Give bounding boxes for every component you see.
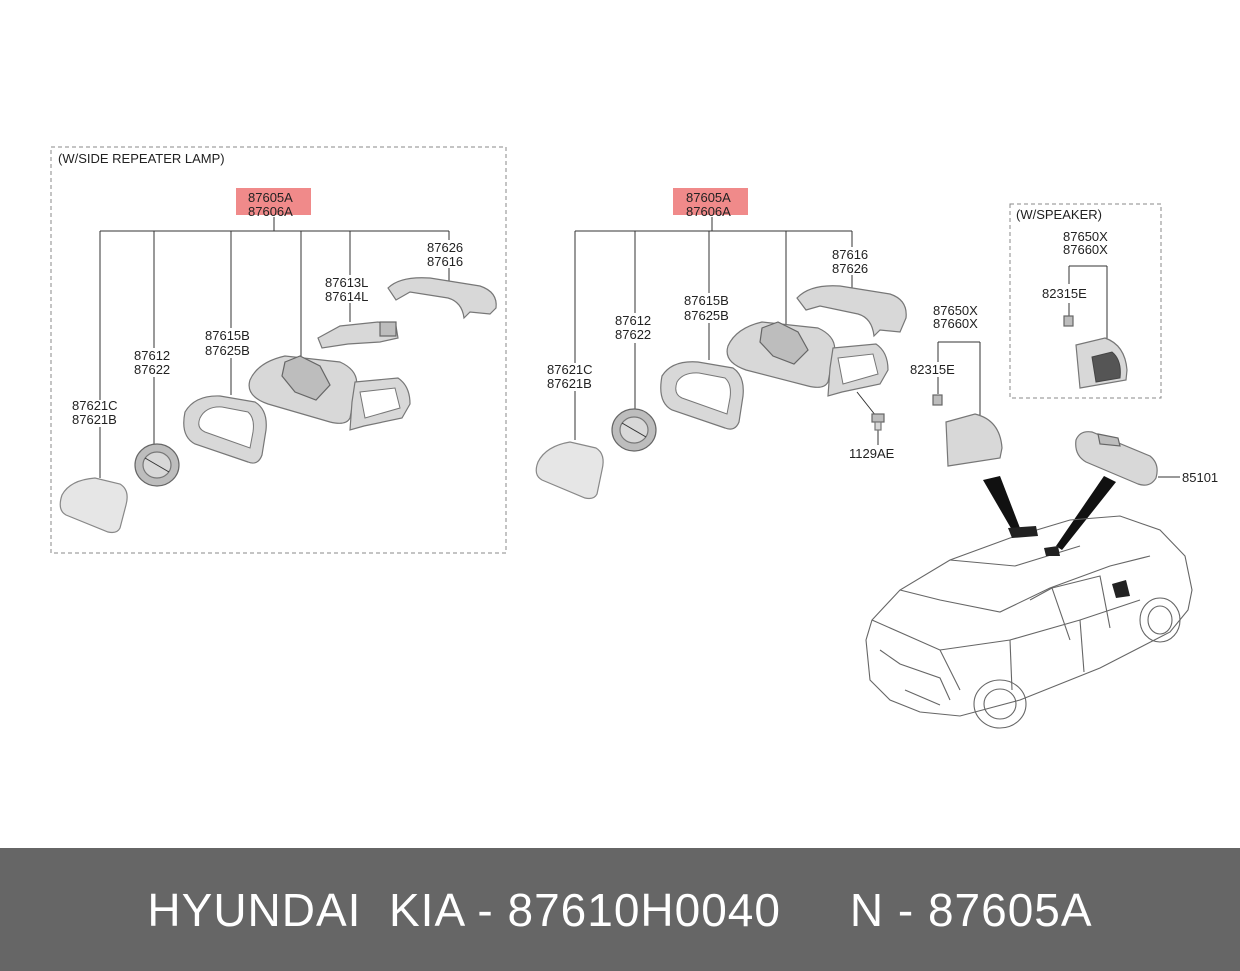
- middle-assembly-highlight: [673, 188, 748, 215]
- middle-actuator-shape[interactable]: [611, 408, 657, 452]
- left-mirror-cover-shape[interactable]: [387, 277, 497, 320]
- speaker-clip-label[interactable]: 82315E: [1042, 286, 1087, 301]
- middle-assembly-label-1[interactable]: 87605A: [686, 190, 731, 205]
- repeater-lamp-title: (W/SIDE REPEATER LAMP): [58, 151, 225, 166]
- triangle-cover-shape[interactable]: [945, 413, 1003, 467]
- middle-actuator-label-1[interactable]: 87612: [615, 313, 651, 328]
- middle-mirror-frame-shape[interactable]: [660, 361, 744, 430]
- pointer-arrow-right: [1056, 476, 1116, 550]
- inner-mirror-label[interactable]: 85101: [1182, 470, 1218, 485]
- left-frame-label-2[interactable]: 87625B: [205, 343, 250, 358]
- left-actuator-label-1[interactable]: 87612: [134, 348, 170, 363]
- footer-part-number-text: HYUNDAI KIA - 87610H0040 N - 87605A: [147, 883, 1093, 936]
- middle-mirror-glass-shape[interactable]: [535, 441, 604, 500]
- speaker-cover-shape[interactable]: [1075, 337, 1128, 389]
- left-mirror-frame-shape[interactable]: [183, 395, 267, 464]
- footer-bar: HYUNDAI KIA - 87610H0040 N - 87605A: [0, 848, 1240, 971]
- pointer-arrow-left: [983, 476, 1020, 530]
- middle-frame-label-2[interactable]: 87625B: [684, 308, 729, 323]
- speaker-label-1[interactable]: 87650X: [1063, 229, 1108, 244]
- left-cover-label-1[interactable]: 87626: [427, 240, 463, 255]
- middle-actuator-label-2[interactable]: 87622: [615, 327, 651, 342]
- left-assembly-label-1[interactable]: 87605A: [248, 190, 293, 205]
- cover-clip-shape[interactable]: [932, 394, 943, 406]
- left-glass-label-1[interactable]: 87621C: [72, 398, 118, 413]
- middle-cover-label-2[interactable]: 87626: [832, 261, 868, 276]
- left-assembly-highlight: [236, 188, 311, 215]
- car-illustration: [865, 515, 1193, 729]
- left-lamp-label-2[interactable]: 87614L: [325, 289, 368, 304]
- speaker-clip-shape[interactable]: [1063, 315, 1074, 327]
- cover-clip-label[interactable]: 82315E: [910, 362, 955, 377]
- middle-mirror-cover-shape[interactable]: [796, 285, 907, 338]
- left-frame-label-1[interactable]: 87615B: [205, 328, 250, 343]
- left-actuator-label-2[interactable]: 87622: [134, 362, 170, 377]
- middle-glass-label-2[interactable]: 87621B: [547, 376, 592, 391]
- left-glass-label-2[interactable]: 87621B: [72, 412, 117, 427]
- bolt-label[interactable]: 1129AE: [849, 446, 895, 461]
- cover-label-2[interactable]: 87660X: [933, 316, 978, 331]
- inner-mirror-shape[interactable]: [1075, 431, 1158, 486]
- speaker-dashed-box: [1009, 203, 1162, 399]
- left-lamp-label-1[interactable]: 87613L: [325, 275, 368, 290]
- middle-mirror-housing-shape[interactable]: [726, 321, 889, 397]
- middle-cover-label-1[interactable]: 87616: [832, 247, 868, 262]
- parts-diagram: (W/SIDE REPEATER LAMP) 87605A 87606A 876…: [50, 146, 1218, 729]
- left-mirror-glass-shape[interactable]: [59, 477, 128, 534]
- repeater-lamp-dashed-box: [50, 146, 507, 554]
- left-actuator-shape[interactable]: [134, 443, 180, 487]
- left-mirror-housing-shape[interactable]: [248, 355, 411, 431]
- speaker-title: (W/SPEAKER): [1016, 207, 1102, 222]
- mounting-bolt-shape[interactable]: [871, 413, 885, 431]
- left-repeater-lamp-shape[interactable]: [317, 321, 399, 349]
- left-assembly-label-2[interactable]: 87606A: [248, 204, 293, 219]
- middle-frame-label-1[interactable]: 87615B: [684, 293, 729, 308]
- left-cover-label-2[interactable]: 87616: [427, 254, 463, 269]
- middle-glass-label-1[interactable]: 87621C: [547, 362, 593, 377]
- speaker-label-2[interactable]: 87660X: [1063, 242, 1108, 257]
- middle-assembly-label-2[interactable]: 87606A: [686, 204, 731, 219]
- cover-label-1[interactable]: 87650X: [933, 303, 978, 318]
